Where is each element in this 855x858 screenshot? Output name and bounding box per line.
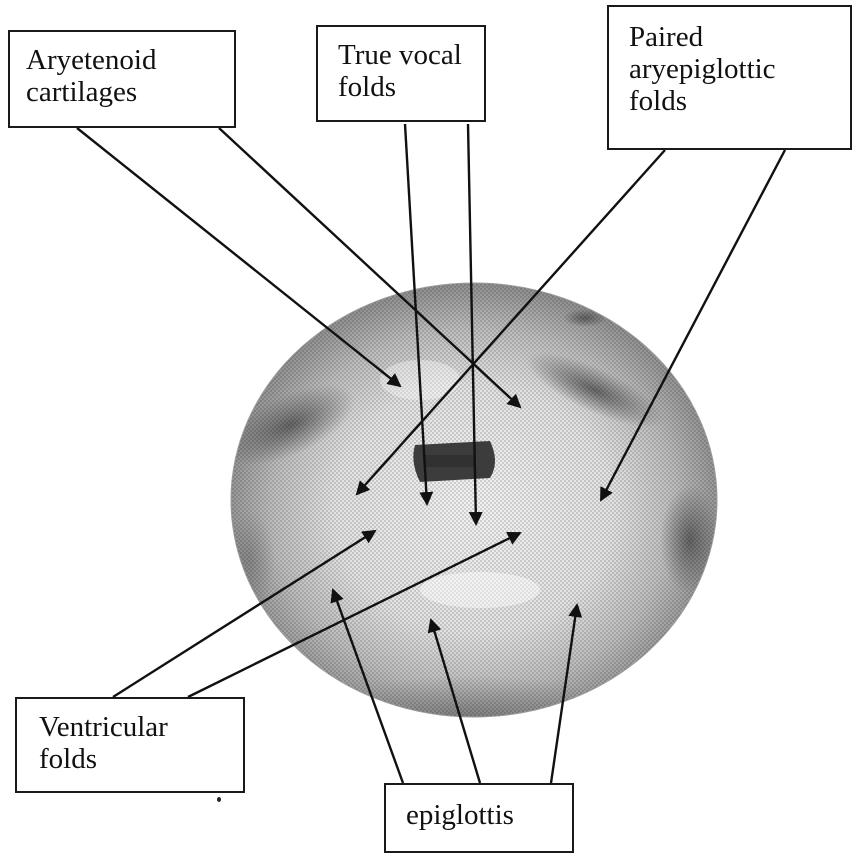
label-true-vocal-folds: True vocal folds [316, 25, 486, 122]
label-arytenoid-line-2: cartilages [26, 76, 220, 108]
label-epiglottis: epiglottis [384, 783, 574, 853]
label-paired-line-2: aryepiglottic [629, 53, 836, 85]
label-ventricular-line-2: folds [39, 743, 229, 775]
label-arytenoid-line-1: Aryetenoid [26, 44, 220, 76]
arrow-arytenoid-left [77, 128, 400, 386]
label-paired-line-1: Paired [629, 21, 836, 53]
label-paired-aryepiglottic-folds: Paired aryepiglottic folds [607, 5, 852, 150]
label-arytenoid-cartilages: Aryetenoid cartilages [8, 30, 236, 128]
label-epiglottis-line-1: epiglottis [406, 799, 558, 831]
label-paired-line-3: folds [629, 85, 836, 117]
larynx-image [214, 283, 720, 755]
label-vocal-line-2: folds [338, 71, 470, 103]
label-ventricular-folds: Ventricular folds [15, 697, 245, 793]
label-vocal-line-1: True vocal [338, 39, 470, 71]
stray-dot [217, 797, 221, 802]
label-ventricular-line-1: Ventricular [39, 711, 229, 743]
